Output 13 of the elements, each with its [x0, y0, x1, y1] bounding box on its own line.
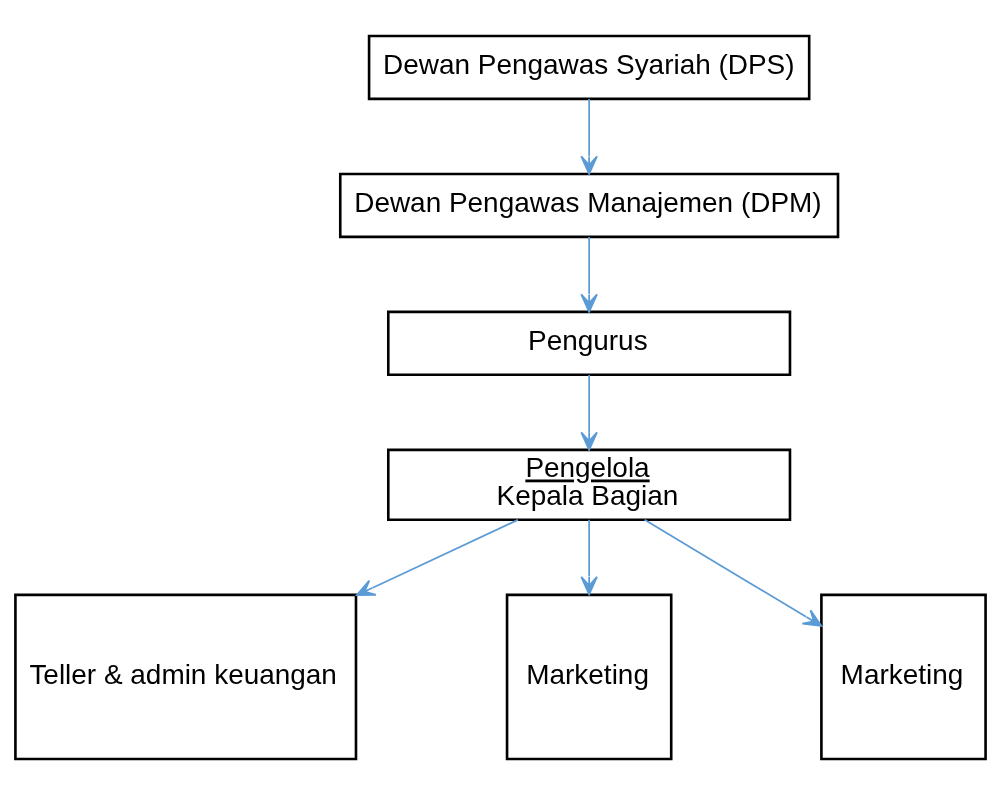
arrow	[580, 97, 598, 175]
node-box: Marketing	[820, 593, 987, 760]
node-box: Marketing	[505, 593, 673, 760]
node-box: Pengelola Kepala Bagian	[387, 448, 792, 521]
arrow	[355, 518, 519, 596]
arrow	[580, 235, 598, 313]
node-box: Dewan Pengawas Manajemen (DPM)	[338, 172, 840, 238]
arrow	[643, 518, 823, 627]
arrow	[580, 373, 598, 451]
node-box: Teller & admin keuangan	[14, 593, 358, 760]
node-box: Pengurus	[387, 310, 792, 376]
node-box: Dewan Pengawas Syariah (DPS)	[367, 34, 811, 100]
arrow	[580, 518, 598, 595]
